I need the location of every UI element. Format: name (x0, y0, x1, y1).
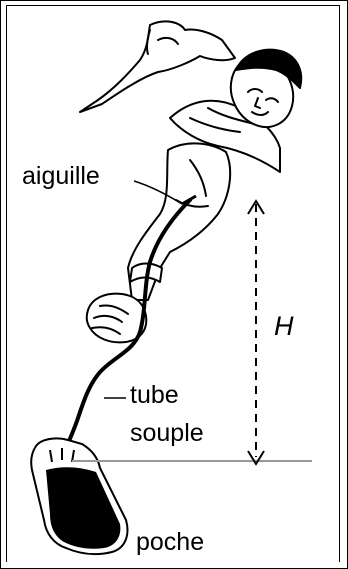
height-arrow-bottom (247, 450, 265, 466)
blood-bag (30, 437, 129, 556)
raised-arm (79, 20, 236, 113)
tube-label-line2: souple (130, 419, 204, 447)
extended-arm (127, 142, 232, 301)
person-drawing (79, 20, 303, 344)
tube-label-line1: tube (130, 381, 179, 409)
inner-frame (6, 5, 340, 562)
hair (235, 48, 303, 89)
height-label: H (274, 311, 294, 341)
bag-label: poche (136, 528, 205, 556)
needle-label: aiguille (22, 162, 100, 190)
needle (181, 194, 197, 206)
flexible-tube (66, 198, 192, 446)
needle-pointer (133, 180, 183, 205)
height-arrow-top (247, 199, 265, 215)
